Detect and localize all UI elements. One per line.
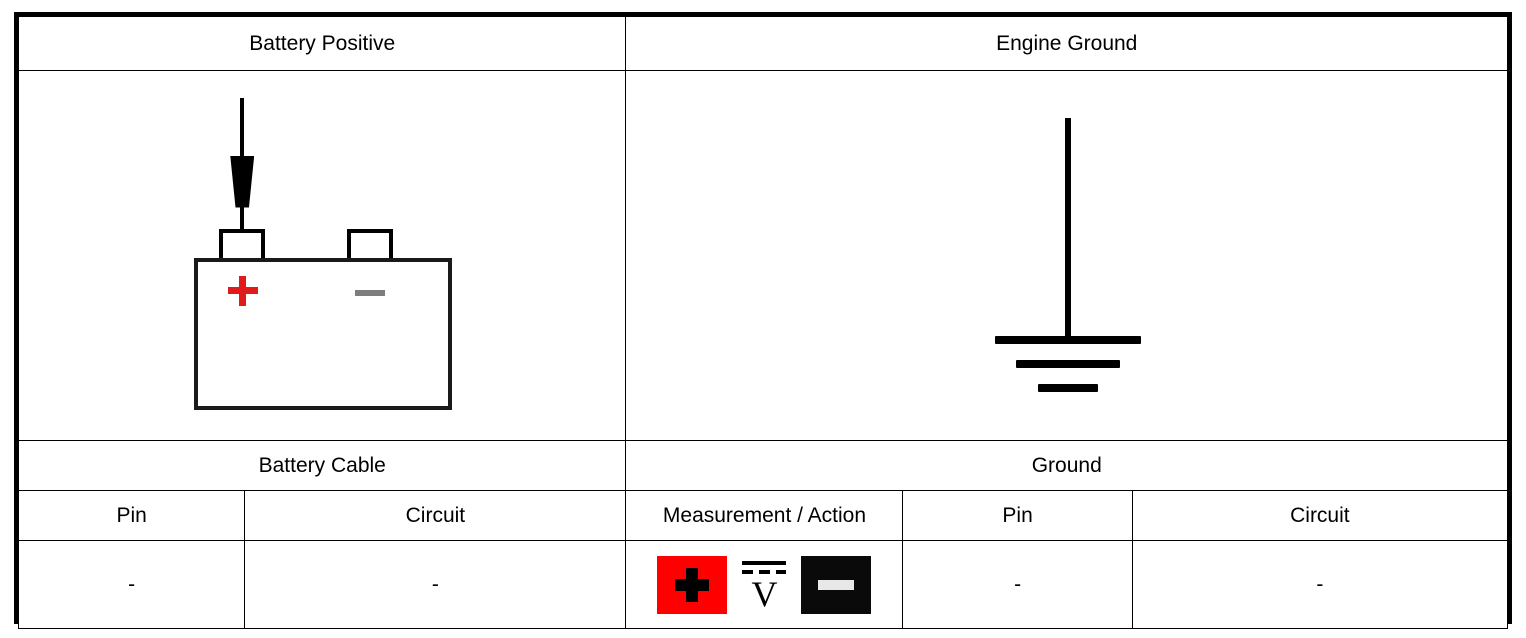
probe-lead-upper-icon	[240, 97, 245, 160]
positive-lead-icon	[657, 555, 728, 614]
dc-solid-line-icon	[742, 560, 787, 565]
plus-glyph-icon	[675, 567, 710, 602]
group-row: Battery Cable Ground	[17, 440, 1508, 491]
minus-glyph-icon	[818, 579, 855, 590]
cell-circuit-right: -	[1131, 540, 1509, 629]
negative-lead-icon	[801, 555, 872, 614]
header-circuit-left: Circuit	[244, 490, 627, 541]
header-circuit-right: Circuit	[1131, 490, 1509, 541]
probe-lead-lower-icon	[240, 205, 245, 234]
ground-bar-2-icon	[1015, 359, 1120, 368]
group-battery-cable: Battery Cable	[17, 440, 627, 491]
battery-plus-marker-icon	[228, 275, 259, 306]
ground-stem-icon	[1064, 117, 1071, 340]
symbol-row	[17, 70, 1508, 441]
header-pin-right: Pin	[902, 490, 1133, 541]
battery-symbol-cell	[17, 70, 627, 441]
cell-pin-left: -	[17, 540, 246, 629]
measurement-icon-group: V	[626, 555, 902, 614]
wiring-measurement-table: Battery Positive Engine Ground	[14, 12, 1512, 629]
ground-bar-1-icon	[994, 335, 1141, 344]
column-header-row: Pin Circuit Measurement / Action Pin Cir…	[17, 490, 1509, 541]
header-pin-left: Pin	[17, 490, 246, 541]
battery-minus-marker-icon	[355, 289, 386, 296]
ground-symbol-cell	[625, 70, 1508, 441]
title-row: Battery Positive Engine Ground	[17, 16, 1508, 71]
battery-positive-post-icon	[219, 228, 266, 261]
battery-body-icon	[194, 257, 453, 410]
dc-voltage-icon: V	[734, 555, 795, 614]
probe-tip-icon	[230, 155, 255, 208]
dc-dashed-line-icon	[742, 569, 787, 574]
voltage-letter-icon: V	[751, 573, 778, 614]
ground-symbol	[947, 96, 1187, 416]
battery-negative-post-icon	[347, 228, 394, 261]
cell-measurement-action: V	[625, 540, 904, 629]
table-row: - - V	[17, 540, 1509, 629]
battery-symbol	[172, 86, 472, 426]
title-battery-positive: Battery Positive	[17, 16, 627, 71]
ground-bar-3-icon	[1037, 383, 1098, 392]
group-ground: Ground	[625, 440, 1508, 491]
cell-pin-right: -	[902, 540, 1133, 629]
cell-circuit-left: -	[244, 540, 627, 629]
header-measurement-action: Measurement / Action	[625, 490, 904, 541]
title-engine-ground: Engine Ground	[625, 16, 1508, 71]
